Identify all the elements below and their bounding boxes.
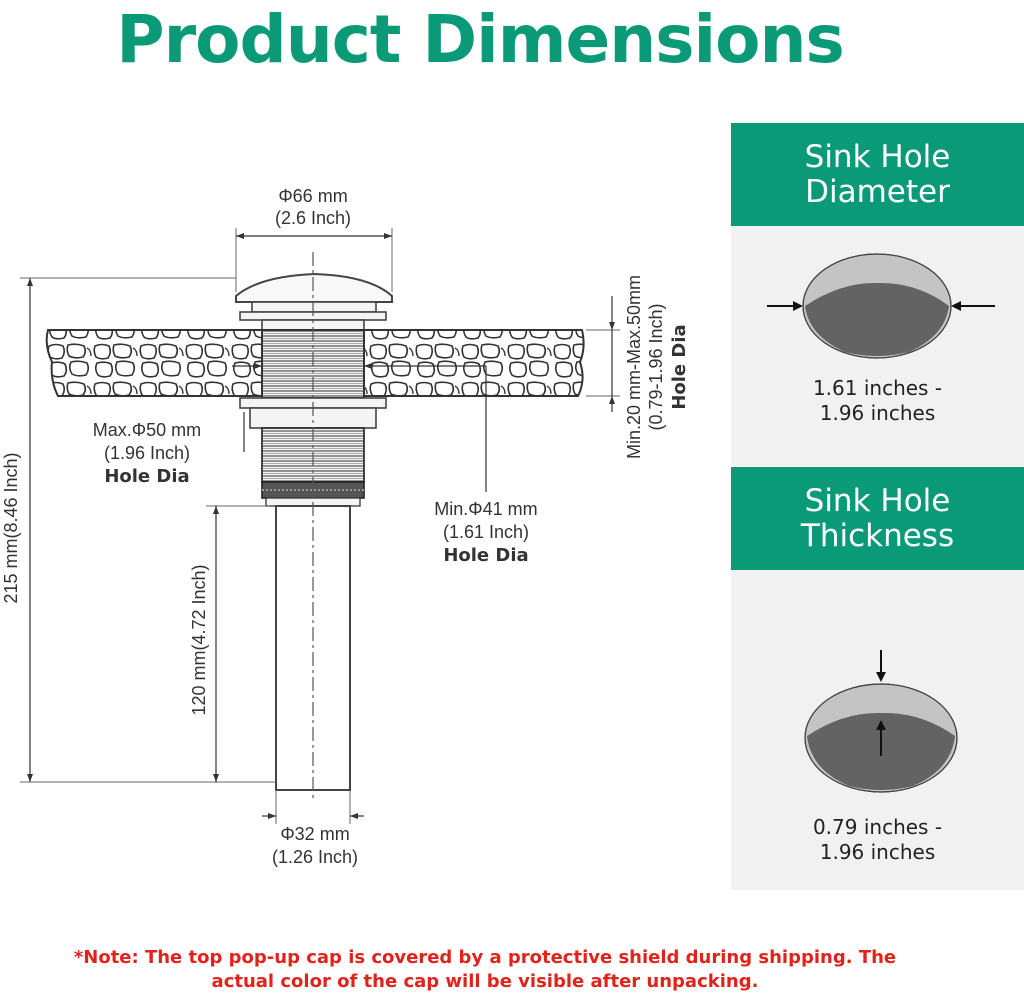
hole-thickness-icon [804,650,958,793]
cap-diameter-mm: Φ66 mm [278,186,347,206]
panel-title-line2: Diameter [805,173,950,210]
tube-diameter-mm: Φ32 mm [280,824,349,844]
sink-hole-diameter-panel: Sink Hole Diameter 1.61 inches - 1.96 in… [731,123,1024,466]
diameter-value-line1: 1.61 inches - [812,376,943,400]
min-hole-inch: (1.61 Inch) [443,522,529,542]
thickness-inch: (0.79-1.96 Inch) [646,303,666,430]
drain-dimension-diagram: Φ66 mm (2.6 Inch) 215 mm(8.46 Inch) 120 … [1,186,690,867]
max-hole-mm: Max.Φ50 mm [93,420,201,440]
panel-title-line1: Sink Hole [804,138,951,175]
panel-title-line1: Sink Hole [804,482,951,519]
max-hole-label: Hole Dia [104,466,189,487]
tube-diameter-inch: (1.26 Inch) [272,847,358,867]
panel-header: Sink Hole Diameter [731,123,1024,226]
diameter-value-line2: 1.96 inches [819,401,936,425]
panel-title-line2: Thickness [800,517,955,554]
panel-header: Sink Hole Thickness [731,467,1024,570]
max-hole-inch: (1.96 Inch) [104,443,190,463]
min-hole-label: Hole Dia [443,545,528,566]
note-line2: actual color of the cap will be visible … [211,971,759,992]
thickness-mm: Min.20 mm-Max.50mm [624,275,644,459]
cap-diameter-inch: (2.6 Inch) [275,208,351,228]
shipping-note: *Note: The top pop-up cap is covered by … [0,946,970,994]
sink-hole-thickness-panel: Sink Hole Thickness 0.79 inches - 1.96 i… [731,467,1024,890]
tube-height-label: 120 mm(4.72 Inch) [189,564,209,715]
note-line1: *Note: The top pop-up cap is covered by … [73,947,897,968]
thickness-value-line1: 0.79 inches - [812,815,943,839]
page-title: Product Dimensions [116,1,845,78]
thickness-label: Hole Dia [669,324,690,409]
min-hole-mm: Min.Φ41 mm [434,499,537,519]
thickness-value-line2: 1.96 inches [819,840,936,864]
total-height-label: 215 mm(8.46 Inch) [1,452,21,603]
hole-diameter-icon [767,253,995,359]
